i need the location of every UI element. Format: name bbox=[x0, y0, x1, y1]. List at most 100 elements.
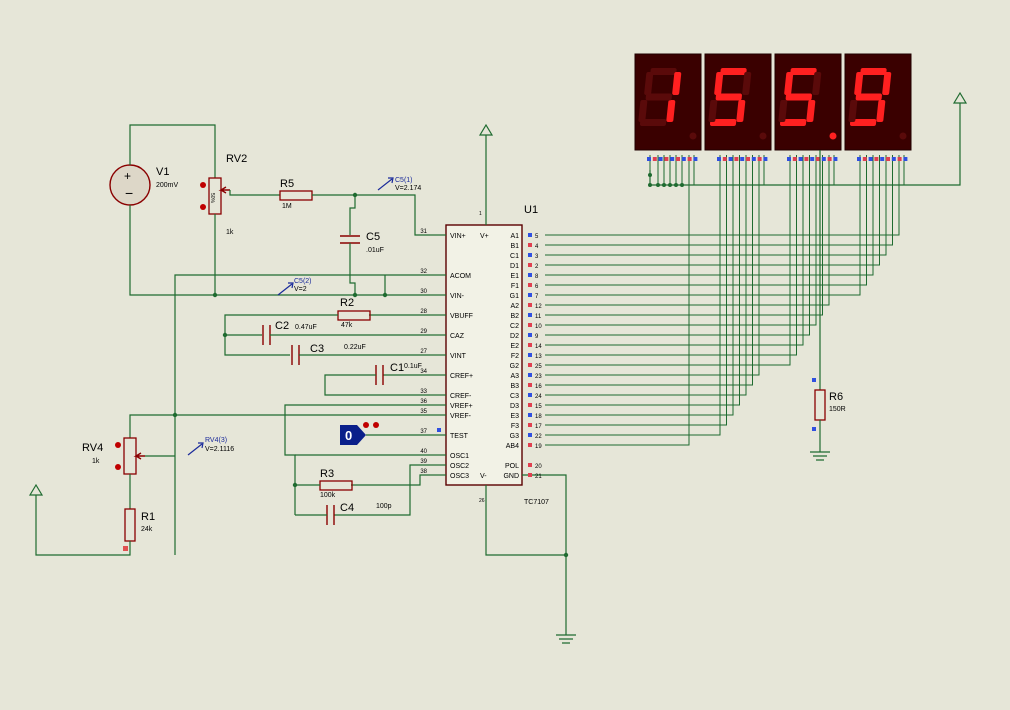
bus-wire bbox=[545, 155, 690, 446]
junction-rv2 bbox=[212, 292, 218, 298]
chip-pin-num: 17 bbox=[535, 424, 542, 430]
chip-pin-marker bbox=[528, 303, 532, 307]
c4-value: 100p bbox=[376, 503, 392, 510]
segment-b bbox=[672, 72, 682, 95]
c5-body[interactable] bbox=[340, 235, 360, 244]
display-pin-marker bbox=[798, 157, 803, 161]
display-bus-wires bbox=[545, 155, 905, 446]
display-pin-marker bbox=[734, 157, 739, 161]
c3-label: C3 bbox=[310, 343, 324, 355]
rv4-body[interactable] bbox=[123, 437, 137, 475]
chip-vminus-label: V- bbox=[480, 473, 487, 480]
chip-pin-name: B1 bbox=[510, 243, 519, 250]
chip-pin-num: 32 bbox=[420, 269, 427, 275]
bus-wire bbox=[545, 155, 727, 426]
r2-label: R2 bbox=[340, 297, 354, 309]
bus-wire bbox=[545, 155, 804, 346]
display-pin-marker bbox=[792, 157, 797, 161]
display-pin-marker bbox=[693, 157, 698, 161]
chip-pin-num: 4 bbox=[535, 244, 539, 250]
segment-f bbox=[714, 72, 724, 95]
bus-wire bbox=[545, 155, 880, 266]
r5-body[interactable] bbox=[279, 190, 313, 201]
bus-wire bbox=[545, 155, 900, 236]
chip-pin-num: 3 bbox=[535, 254, 539, 260]
segment-c bbox=[736, 100, 746, 122]
segment-g bbox=[645, 93, 672, 101]
wire-c5-bottom bbox=[349, 243, 356, 295]
bus-wire bbox=[545, 155, 760, 376]
probe-c5-1-name: C5(1) bbox=[395, 177, 413, 184]
chip-pin-name: B3 bbox=[510, 383, 519, 390]
display-pin-marker bbox=[810, 157, 815, 161]
bus-wire bbox=[545, 155, 810, 336]
rv2-dot-2 bbox=[200, 204, 206, 210]
chip-pin-num: 5 bbox=[535, 234, 539, 240]
r5-value: 1M bbox=[282, 203, 292, 210]
chip-pin-name: F3 bbox=[511, 423, 519, 430]
chip-pin-name: TEST bbox=[450, 433, 469, 440]
display-pin-marker bbox=[647, 157, 651, 161]
c1-value: 0.1uF bbox=[404, 363, 422, 370]
display-pin-marker bbox=[751, 157, 756, 161]
chip-pin-name: CAZ bbox=[450, 333, 465, 340]
display-pin-marker bbox=[652, 157, 657, 161]
c2-body[interactable] bbox=[262, 325, 271, 345]
c4-body[interactable] bbox=[326, 505, 335, 525]
chip-pin-num: 27 bbox=[420, 349, 427, 355]
chip-pin-name: CREF+ bbox=[450, 373, 473, 380]
wire-vref-minus bbox=[129, 414, 430, 438]
chip-pin-name: E2 bbox=[510, 343, 519, 350]
r2-body[interactable] bbox=[337, 310, 371, 321]
segment-c bbox=[876, 100, 886, 122]
bus-wire bbox=[545, 155, 791, 366]
logic-state-indicator[interactable] bbox=[340, 425, 366, 445]
chip-pin-name: POL bbox=[505, 463, 519, 470]
chip-pin-marker bbox=[528, 473, 532, 477]
chip-pin-marker bbox=[528, 343, 532, 347]
chip-pin-name: D3 bbox=[510, 403, 519, 410]
chip-left-pins: 31VIN+32ACOM30VIN-28VBUFF29CAZ27VINT34CR… bbox=[420, 229, 473, 480]
chip-pin-num: 6 bbox=[535, 284, 539, 290]
chip-pin-name: AB4 bbox=[506, 443, 519, 450]
chip-pin-marker bbox=[528, 263, 532, 267]
display-supply bbox=[649, 91, 968, 186]
r3-body[interactable] bbox=[319, 480, 353, 491]
logic-dot-1 bbox=[363, 422, 369, 428]
chip-pin-num: 33 bbox=[420, 389, 427, 395]
probe-rv4-3-value: V=2.1116 bbox=[205, 446, 234, 453]
chip-pin-num: 19 bbox=[535, 444, 542, 450]
r1-body[interactable] bbox=[124, 508, 136, 542]
chip-pin-marker bbox=[528, 393, 532, 397]
c3-body[interactable] bbox=[291, 345, 300, 365]
chip-pin-num: 18 bbox=[535, 414, 542, 420]
r1-pin-marker bbox=[123, 546, 128, 551]
wire-c5-top bbox=[349, 195, 356, 235]
display-pin-marker bbox=[687, 157, 692, 161]
r6-body[interactable] bbox=[814, 389, 826, 421]
c1-body[interactable] bbox=[375, 365, 384, 385]
segment-d bbox=[639, 119, 667, 126]
junction-gnd bbox=[563, 552, 569, 558]
chip-pin-name: B2 bbox=[510, 313, 519, 320]
r6-label: R6 bbox=[829, 391, 843, 403]
wire-vref-plus bbox=[284, 404, 430, 515]
probe-c5-2-value: V=2 bbox=[294, 286, 307, 293]
display-pin-marker bbox=[886, 157, 890, 161]
chip-pin-marker bbox=[528, 463, 532, 467]
logic-state-value: 0 bbox=[345, 428, 352, 443]
chip-pin-name: F1 bbox=[511, 283, 519, 290]
probe-c5-1-head bbox=[388, 177, 394, 184]
chip-pin-num: 39 bbox=[420, 459, 427, 465]
chip-body[interactable] bbox=[445, 224, 523, 486]
chip-pin-num: 36 bbox=[420, 399, 427, 405]
chip-pin-name: VINT bbox=[450, 353, 467, 360]
chip-pin-marker bbox=[528, 313, 532, 317]
chip-vminus-num: 26 bbox=[479, 498, 485, 504]
bus-wire bbox=[545, 155, 747, 396]
chip-vplus-label: V+ bbox=[480, 233, 489, 240]
segment-d bbox=[849, 119, 877, 126]
segment-a bbox=[720, 68, 747, 75]
chip-pin-num: 22 bbox=[535, 434, 542, 440]
junction-osc bbox=[292, 482, 298, 488]
